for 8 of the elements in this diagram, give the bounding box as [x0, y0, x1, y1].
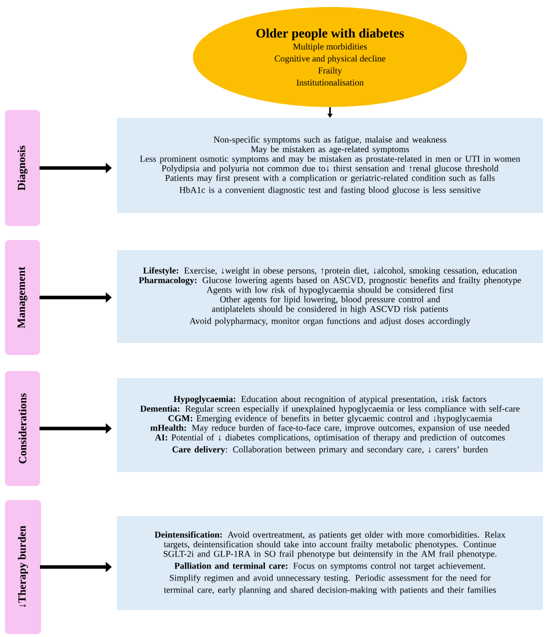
section-tab: Considerations [5, 371, 40, 486]
info-box: Non-specific symptoms such as fatigue, malaise and weakness May be mistaken as age-related symptoms Less prominent osmotic symptoms and may be mistaken as prostate-related in men or UTI in women Polydipsia and polyuria not common due to↓ thirst sensation and ↑renal glucose threshold Patients may first present with a complication or geriatric-related condition such as falls HbA1c is a convenient diagnostic test and fasting blood glucose is less sensitive [117, 118, 543, 213]
info-box: Deintensification: Avoid overtreatment, as patients get older with more comorbidities. Relax targets, deintensification should take into account frailty metabolic phenotypes. Continue SGLT-2i and GLP-1RA in SO frail phenotype but deintensify in the AM frail phenotype. Palliation and terminal care: Focus on symptoms control not target achievement. Simplify regimen and avoid unnecessary testing. Periodic assessment for the need for terminal care, early planning and shared decision-making with patients and their families [117, 516, 543, 610]
section-tab: Management [5, 240, 40, 355]
info-box: Lifestyle: Exercise, ↓weight in obese persons, ↑protein diet, ↓alcohol, smoking cessation, education Pharmacology: Glucose lowering agents based on ASCVD, prognostic benefits and frailty phenotype Agents with low risk of hypoglycaemia should be considered first Other agents for lipid lowering, blood pressure control and antiplatelets should be considered in high ASCVD risk patients Avoid polypharmacy, monitor organ functions and adjust doses accordingly [117, 250, 543, 343]
info-box: Hypoglycaemia: Education about recognition of atypical presentation, ↓risk factors Dementia: Regular screen especially if unexplained hypoglycaemia or less compliance with self-care CGM: Emerging evidence of benefits in better glycaemic control and ↓hypoglycaemia mHealth: May reduce burden of face-to-face care, improve outcomes, expansion of use needed AI: Potential of ↓ diabetes complications, optimisation of therapy and prediction of outcomes Care delivery: Collaboration between primary and secondary care, ↓ carers’ burden [117, 378, 543, 472]
section-tab: Diagnosis [5, 110, 40, 226]
section-tab: ↓Therapy burden [5, 500, 41, 634]
